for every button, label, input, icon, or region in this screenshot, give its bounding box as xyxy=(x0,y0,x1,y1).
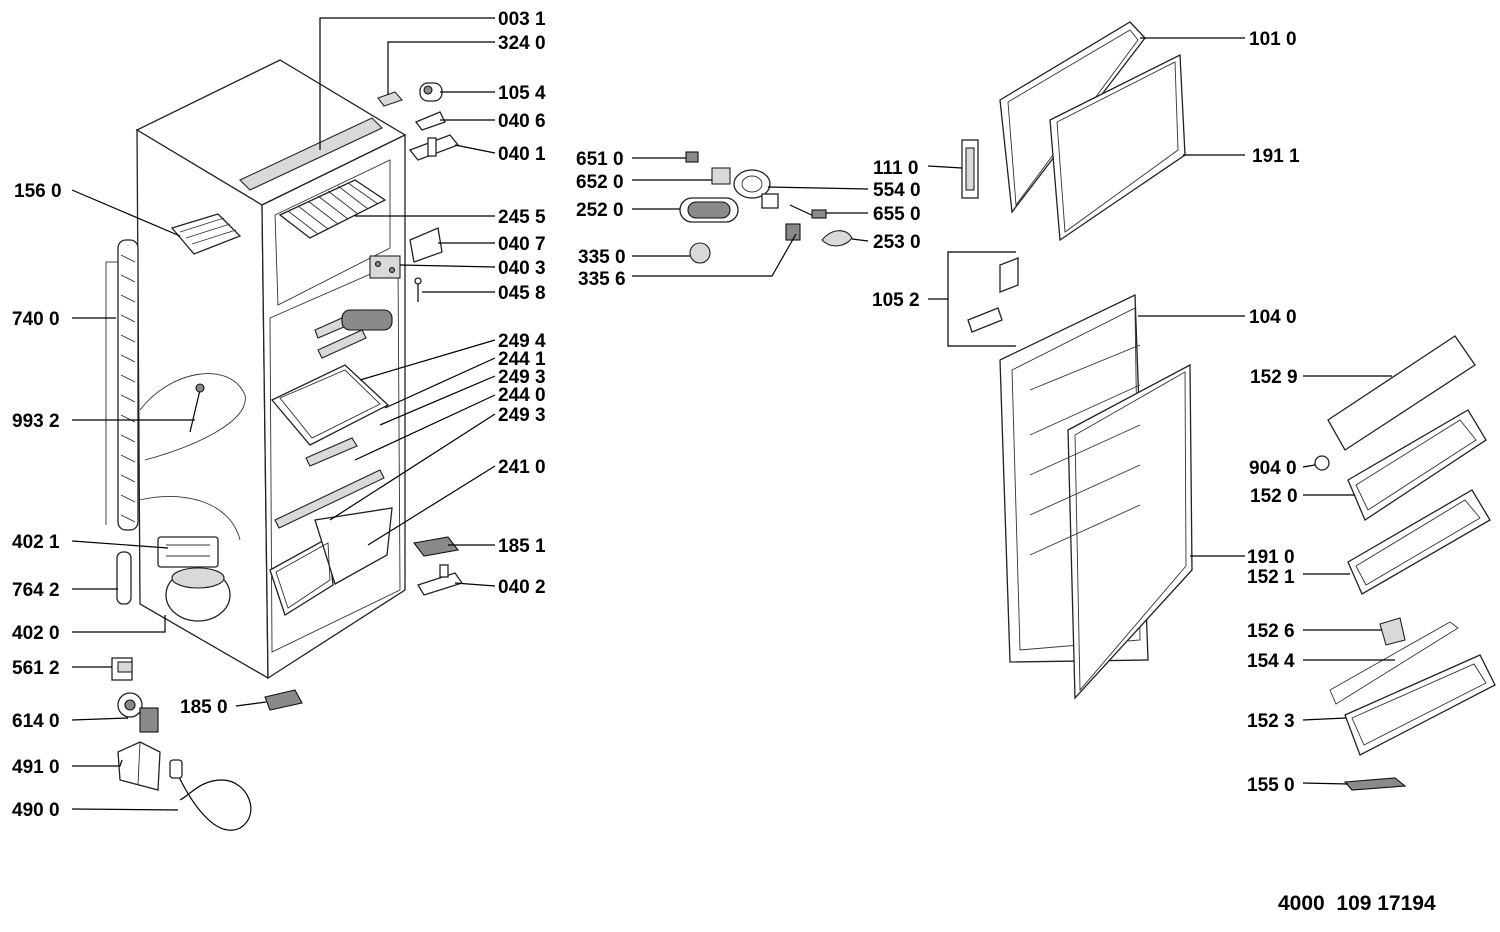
part-label: 402 1 xyxy=(12,532,60,553)
fridge-door xyxy=(999,293,1193,700)
part-label: 402 0 xyxy=(12,623,60,644)
part-label: 764 2 xyxy=(12,580,60,601)
hinge-group xyxy=(967,257,1019,333)
power-cord xyxy=(169,759,252,831)
part-label: 040 2 xyxy=(498,577,546,598)
part-label: 491 0 xyxy=(12,757,60,778)
part-label: 152 9 xyxy=(1250,367,1298,388)
part-label: 154 4 xyxy=(1247,651,1295,672)
part-label: 561 2 xyxy=(12,658,60,679)
leader-lines xyxy=(71,17,1395,811)
part-label: 652 0 xyxy=(576,172,624,193)
part-label: 614 0 xyxy=(12,711,60,732)
part-label: 490 0 xyxy=(12,800,60,821)
document-code: 4000 109 17194 xyxy=(1278,892,1436,915)
freezer-door xyxy=(961,21,1186,242)
part-label: 249 4 xyxy=(498,331,546,352)
part-label: 152 3 xyxy=(1247,711,1295,732)
part-label: 335 6 xyxy=(578,269,626,290)
part-label: 101 0 xyxy=(1249,29,1297,50)
part-label: 040 1 xyxy=(498,144,546,165)
part-label: 252 0 xyxy=(576,200,624,221)
part-label: 105 2 xyxy=(872,290,920,311)
part-label: 152 6 xyxy=(1247,621,1295,642)
part-label: 191 0 xyxy=(1247,547,1295,568)
part-label: 651 0 xyxy=(576,149,624,170)
part-label: 040 7 xyxy=(498,234,546,255)
part-label: 241 0 xyxy=(498,457,546,478)
part-label: 244 0 xyxy=(498,385,546,406)
part-label: 244 1 xyxy=(498,349,546,370)
part-label: 152 0 xyxy=(1250,486,1298,507)
part-label: 249 3 xyxy=(498,405,546,426)
part-label: 740 0 xyxy=(12,309,60,330)
compressor xyxy=(157,536,231,622)
part-label: 249 3 xyxy=(498,367,546,388)
part-label: 003 1 xyxy=(498,9,546,30)
part-label: 105 4 xyxy=(498,83,546,104)
part-label: 185 0 xyxy=(180,697,228,718)
thermostat-assembly xyxy=(679,151,853,264)
part-label: 335 0 xyxy=(578,247,626,268)
door-shelves xyxy=(1314,335,1496,791)
part-label: 040 3 xyxy=(498,258,546,279)
part-label: 040 6 xyxy=(498,111,546,132)
part-label: 156 0 xyxy=(14,181,62,202)
part-label: 111 0 xyxy=(873,158,918,179)
part-label: 554 0 xyxy=(873,180,921,201)
part-label: 253 0 xyxy=(873,232,921,253)
part-label: 245 5 xyxy=(498,207,546,228)
part-label: 045 8 xyxy=(498,283,546,304)
part-label: 191 1 xyxy=(1252,146,1300,167)
part-label: 155 0 xyxy=(1247,775,1295,796)
part-label: 655 0 xyxy=(873,204,921,225)
part-label: 185 1 xyxy=(498,536,546,557)
thermostat-housing xyxy=(679,197,739,223)
part-label: 324 0 xyxy=(498,33,546,54)
freezer-shelf xyxy=(278,179,387,239)
part-label: 993 2 xyxy=(12,411,60,432)
condenser xyxy=(105,239,139,531)
part-label: 152 1 xyxy=(1247,567,1295,588)
part-labels: 003 1 324 0 105 4 040 6 040 1 156 0 245 … xyxy=(12,9,1300,821)
part-label: 104 0 xyxy=(1249,307,1297,328)
part-label: 904 0 xyxy=(1249,458,1297,479)
refrigerator-cabinet xyxy=(105,59,407,680)
